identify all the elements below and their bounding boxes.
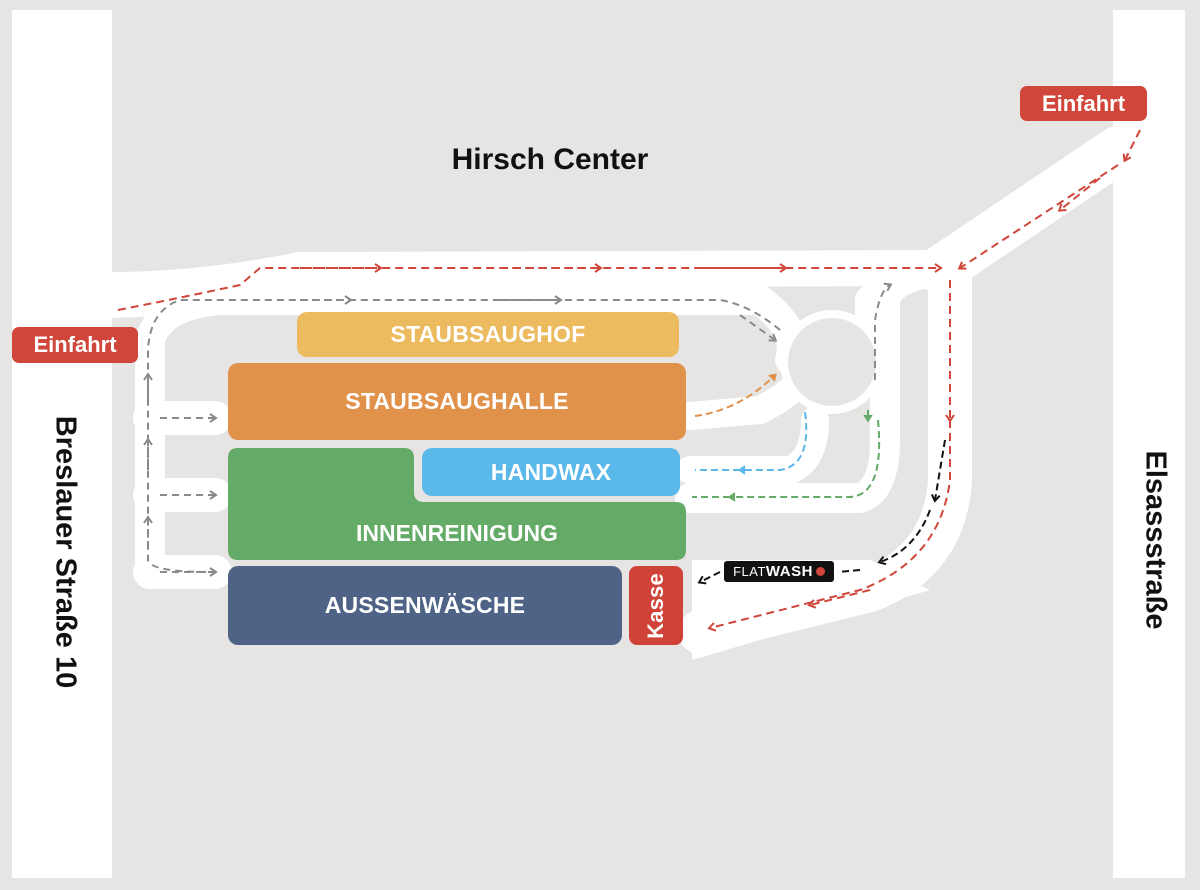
left-inner-road (138, 330, 163, 585)
zone-label: STAUBSAUGHALLE (345, 388, 569, 414)
zone-label: Kasse (643, 572, 668, 639)
street-label-right: Elsassstraße (1139, 450, 1172, 630)
route-orange (694, 373, 777, 417)
zone-staubsaughof: STAUBSAUGHOF (297, 312, 679, 357)
zone-handwax: HANDWAX (422, 448, 680, 496)
flatwash-part2: WASH (765, 563, 813, 580)
route-blue (695, 411, 808, 475)
zone-label: HANDWAX (490, 458, 612, 485)
zone-innenreinigung-label: INNENREINIGUNG (356, 519, 558, 546)
zone-staubsaughalle: STAUBSAUGHALLE (228, 363, 686, 440)
flatwash-part1: FLAT (733, 564, 766, 579)
route-black (697, 439, 946, 585)
zone-label: STAUBSAUGHOF (390, 321, 586, 347)
street-label-left: Breslauer Straße 10 (49, 415, 82, 689)
route-red (117, 129, 1141, 632)
entrance-badge-left: Einfahrt (12, 327, 138, 363)
street-left-strip (12, 10, 112, 878)
roundabout-island (788, 318, 876, 406)
zone-kasse: Kasse (629, 566, 683, 645)
zone-label: AUSSENWÄSCHE (324, 592, 526, 618)
flatwash-dot-icon (815, 567, 825, 576)
route-gray (143, 282, 893, 577)
entrance-badge-right: Einfahrt (1020, 86, 1147, 121)
zone-aussenwaesche: AUSSENWÄSCHE (228, 566, 622, 645)
landmark-label: Hirsch Center (451, 143, 649, 176)
zone-innenreinigung (228, 448, 686, 560)
route-green (692, 410, 881, 502)
